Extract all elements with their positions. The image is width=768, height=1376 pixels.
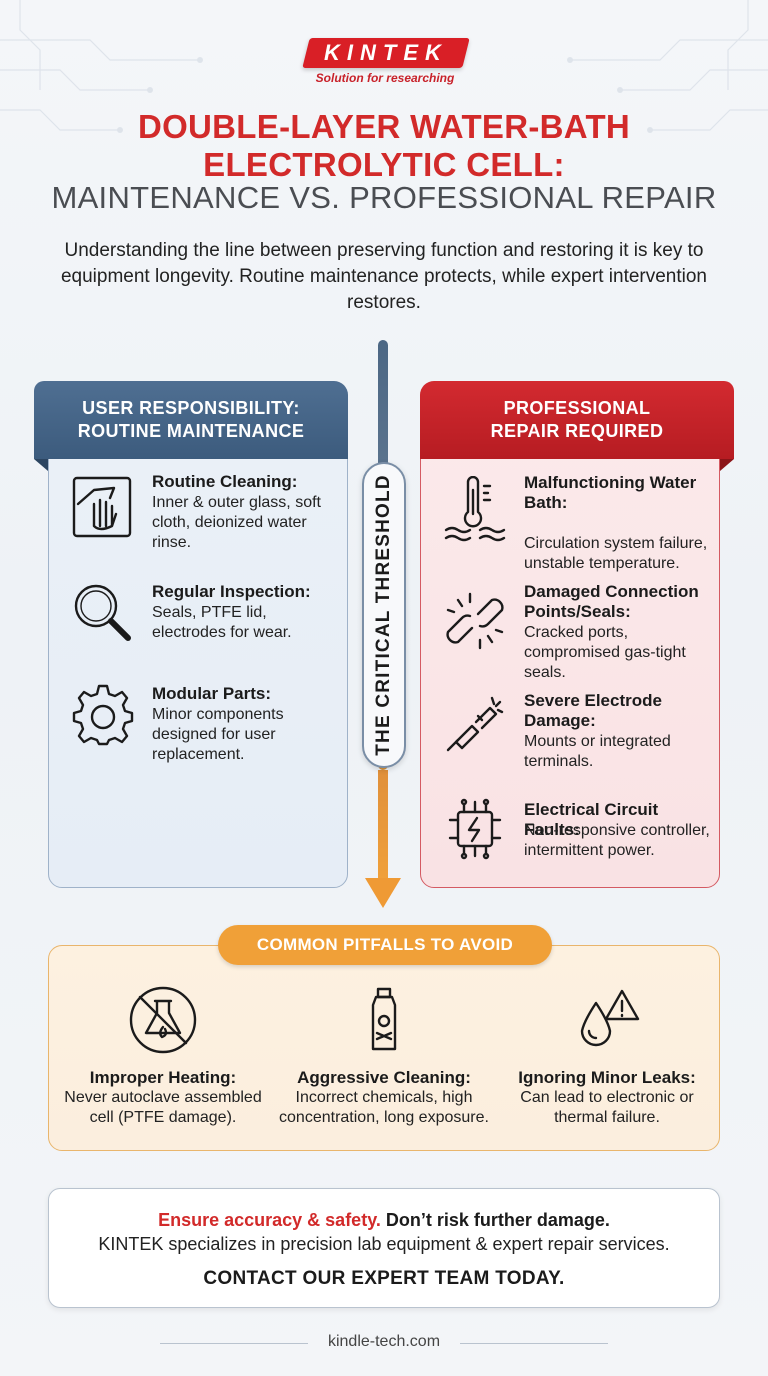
item-title: Electrical Circuit Faults: bbox=[524, 800, 659, 839]
user-maintenance-panel bbox=[48, 440, 348, 888]
item-title: Severe Electrode Damage: bbox=[524, 691, 662, 730]
professional-repair-panel bbox=[420, 440, 720, 888]
user-panel-heading-line1: USER RESPONSIBILITY: bbox=[82, 398, 300, 418]
logo-tagline: Solution for researching bbox=[315, 71, 455, 85]
pitfall-title: Improper Heating: bbox=[89, 1068, 237, 1087]
pitfall-item bbox=[497, 985, 717, 1055]
threshold-line-lower bbox=[378, 770, 388, 880]
pitfall-desc: Incorrect chemicals, high concentration,… bbox=[279, 1089, 489, 1126]
footer-url-link[interactable]: kindle-tech.com bbox=[327, 1333, 441, 1350]
item-desc: Minor components designed for user repla… bbox=[152, 706, 284, 763]
item-title: Malfunctioning Water Bath: bbox=[524, 473, 697, 512]
pitfalls-heading: COMMON PITFALLS TO AVOID bbox=[218, 925, 552, 965]
item-title: Damaged Connection Points/Seals: bbox=[524, 582, 699, 621]
kintek-logo[interactable]: KINTEK Solution for researching bbox=[300, 38, 470, 90]
pro-panel-heading-line1: PROFESSIONAL bbox=[503, 398, 651, 418]
intro-text: Understanding the line between preservin… bbox=[60, 240, 708, 313]
item-desc: Non-responsive controller, intermittent … bbox=[524, 822, 710, 859]
cta-line1-rest: Don’t risk further damage. bbox=[380, 1210, 610, 1230]
header-fold bbox=[34, 459, 48, 471]
pro-panel-header: PROFESSIONAL REPAIR REQUIRED bbox=[420, 381, 734, 459]
pitfall-item bbox=[53, 985, 273, 1055]
poison-bottle-icon bbox=[371, 987, 397, 1051]
circuit-chip-icon bbox=[448, 798, 502, 860]
cta-highlight: Ensure accuracy & safety. bbox=[158, 1210, 381, 1230]
item-title: Routine Cleaning: bbox=[152, 472, 298, 491]
contact-team-link[interactable]: CONTACT OUR EXPERT TEAM TODAY. bbox=[203, 1268, 565, 1289]
item-desc: Inner & outer glass, soft cloth, deioniz… bbox=[152, 494, 321, 551]
no-heating-icon bbox=[129, 986, 197, 1054]
pro-panel-heading-line2: REPAIR REQUIRED bbox=[490, 421, 664, 441]
footer-divider bbox=[460, 1343, 608, 1344]
leak-warning-icon bbox=[580, 989, 640, 1047]
pitfall-desc: Can lead to electronic or thermal failur… bbox=[520, 1089, 694, 1126]
pitfall-title: Ignoring Minor Leaks: bbox=[518, 1068, 696, 1087]
broken-link-icon bbox=[446, 592, 504, 650]
pitfall-title: Aggressive Cleaning: bbox=[297, 1068, 471, 1087]
pitfall-item bbox=[274, 985, 494, 1055]
user-panel-heading-line2: ROUTINE MAINTENANCE bbox=[77, 421, 305, 441]
cta-line1: Ensure accuracy & safety. Don’t risk fur… bbox=[48, 1210, 720, 1231]
page-title-line2: ELECTROLYTIC CELL: bbox=[203, 146, 565, 183]
item-title: Modular Parts: bbox=[152, 684, 272, 703]
header-fold bbox=[720, 459, 734, 471]
pitfall-desc: Never autoclave assembled cell (PTFE dam… bbox=[64, 1089, 262, 1126]
gear-icon bbox=[72, 684, 134, 746]
item-desc: Seals, PTFE lid, electrodes for wear. bbox=[152, 604, 292, 641]
cleaning-hand-icon bbox=[72, 476, 132, 538]
cta-line2: KINTEK specializes in precision lab equi… bbox=[98, 1234, 670, 1254]
broken-electrode-icon bbox=[446, 696, 504, 752]
contact-cta-box[interactable] bbox=[48, 1188, 720, 1308]
threshold-label: THE CRITICAL THRESHOLD bbox=[373, 474, 394, 756]
threshold-arrow-icon bbox=[365, 878, 401, 908]
footer-divider bbox=[160, 1343, 308, 1344]
threshold-pill bbox=[362, 462, 406, 768]
page-subtitle: MAINTENANCE VS. PROFESSIONAL REPAIR bbox=[51, 180, 717, 215]
thermometer-water-icon bbox=[444, 476, 506, 542]
circuit-background bbox=[0, 0, 768, 133]
user-panel-header: USER RESPONSIBILITY: ROUTINE MAINTENANCE bbox=[34, 381, 348, 459]
item-desc: Cracked ports, compromised gas-tight sea… bbox=[524, 624, 686, 681]
item-desc: Circulation system failure, unstable tem… bbox=[524, 535, 708, 572]
magnifier-icon bbox=[74, 584, 131, 641]
logo-text: KINTEK bbox=[324, 40, 448, 65]
item-desc: Mounts or integrated terminals. bbox=[524, 733, 671, 770]
item-title: Regular Inspection: bbox=[152, 582, 311, 601]
page-title-line1: DOUBLE-LAYER WATER-BATH bbox=[137, 108, 631, 145]
